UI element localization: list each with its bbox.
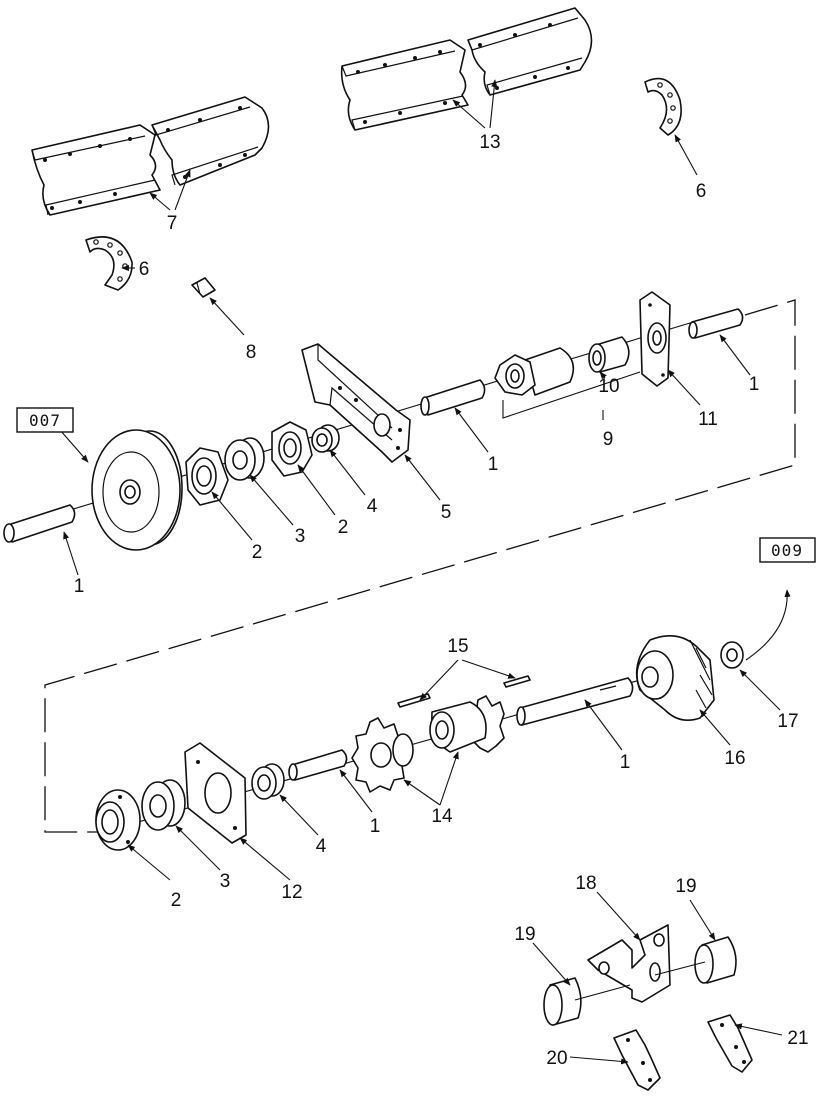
- svg-text:009: 009: [771, 541, 803, 560]
- shaft-part1-right: [688, 308, 744, 339]
- callout-1-middle: 1: [488, 454, 499, 475]
- callout-6-upper: 6: [696, 181, 707, 202]
- bushing-part17: [720, 641, 744, 669]
- shaft-part1-left: [3, 504, 76, 543]
- shield-right-part13: [340, 7, 593, 131]
- sleeve-part9: [494, 347, 575, 396]
- callout-18: 18: [575, 873, 596, 894]
- flange-part2-lower: [95, 789, 141, 851]
- plate-part11: [639, 291, 671, 387]
- continuation-line: [44, 299, 796, 833]
- callout-3-lower: 3: [220, 871, 231, 892]
- callout-17: 17: [777, 711, 798, 732]
- callout-1-right: 1: [749, 374, 760, 395]
- bearing-part3-lower: [141, 779, 186, 831]
- sprocket-part14-a: [351, 717, 411, 793]
- pin-line-left: [574, 984, 631, 1001]
- callout-14: 14: [431, 806, 453, 827]
- callout-3-upper: 3: [295, 526, 306, 547]
- callout-9: 9: [603, 429, 614, 450]
- hub-part14: [392, 733, 414, 767]
- bearing-part3-a: [224, 437, 265, 481]
- callout-4-upper: 4: [367, 496, 378, 517]
- callout-19-right: 19: [675, 876, 696, 897]
- callout-1-long: 1: [620, 752, 631, 773]
- pin-line-right: [654, 961, 706, 976]
- pulley: [91, 429, 183, 551]
- spacer-part19-right: [694, 936, 737, 984]
- callout-5: 5: [441, 502, 452, 523]
- shaft-part1-middle: [420, 379, 486, 416]
- callout-10: 10: [598, 376, 619, 397]
- bushing-part10: [588, 336, 630, 373]
- spacer-part19-left: [543, 977, 582, 1026]
- callout-21: 21: [787, 1028, 808, 1049]
- key-part15-b: [503, 675, 531, 688]
- callout-labels: 7 13 6 6 8 1 10 11 9 1 5 4 2 3 2 1 15 17…: [74, 132, 809, 1069]
- callout-16: 16: [724, 748, 745, 769]
- reference-box-007: 007: [16, 407, 74, 433]
- reference-box-009: 009: [759, 537, 816, 563]
- callout-20: 20: [546, 1048, 567, 1069]
- bracket-part18: [587, 924, 671, 1003]
- callout-2-b: 2: [338, 517, 349, 538]
- bevel-gear-part16: [635, 634, 715, 721]
- sprocket-part14-b: [429, 695, 505, 753]
- shaft-part1-long: [516, 677, 634, 726]
- callout-1-lower-short: 1: [370, 816, 381, 837]
- chain-link-part21: [707, 1014, 753, 1073]
- callout-4-lower: 4: [316, 836, 327, 857]
- collar-part4-a: [311, 424, 340, 453]
- collar-part4-lower: [251, 763, 285, 800]
- seal-segment-upper-part6: [644, 77, 682, 136]
- shield-left-part7: [31, 96, 270, 216]
- chain-link-part20: [613, 1029, 661, 1091]
- callout-12: 12: [281, 882, 302, 903]
- seal-segment-lower-part6: [85, 236, 133, 291]
- callout-7: 7: [167, 213, 178, 234]
- shaft-part1-lower-short: [288, 749, 348, 781]
- flange-part2-b: [271, 421, 313, 477]
- callout-13: 13: [479, 132, 500, 153]
- callout-11: 11: [698, 409, 718, 430]
- key-part15-a: [397, 693, 431, 708]
- clip-part8: [191, 277, 216, 298]
- flange-part2-a: [185, 447, 229, 506]
- callout-8: 8: [246, 342, 257, 363]
- callout-15: 15: [447, 636, 468, 657]
- callout-19-left: 19: [514, 924, 535, 945]
- callout-2-lower: 2: [171, 890, 182, 911]
- svg-text:007: 007: [29, 411, 61, 430]
- callout-2-a: 2: [252, 542, 263, 563]
- callout-1-left: 1: [74, 576, 85, 597]
- leader-lines: [59, 79, 791, 1065]
- bracket-part5: [301, 343, 411, 463]
- callout-6-lower: 6: [139, 259, 150, 280]
- plate-part12: [184, 742, 247, 844]
